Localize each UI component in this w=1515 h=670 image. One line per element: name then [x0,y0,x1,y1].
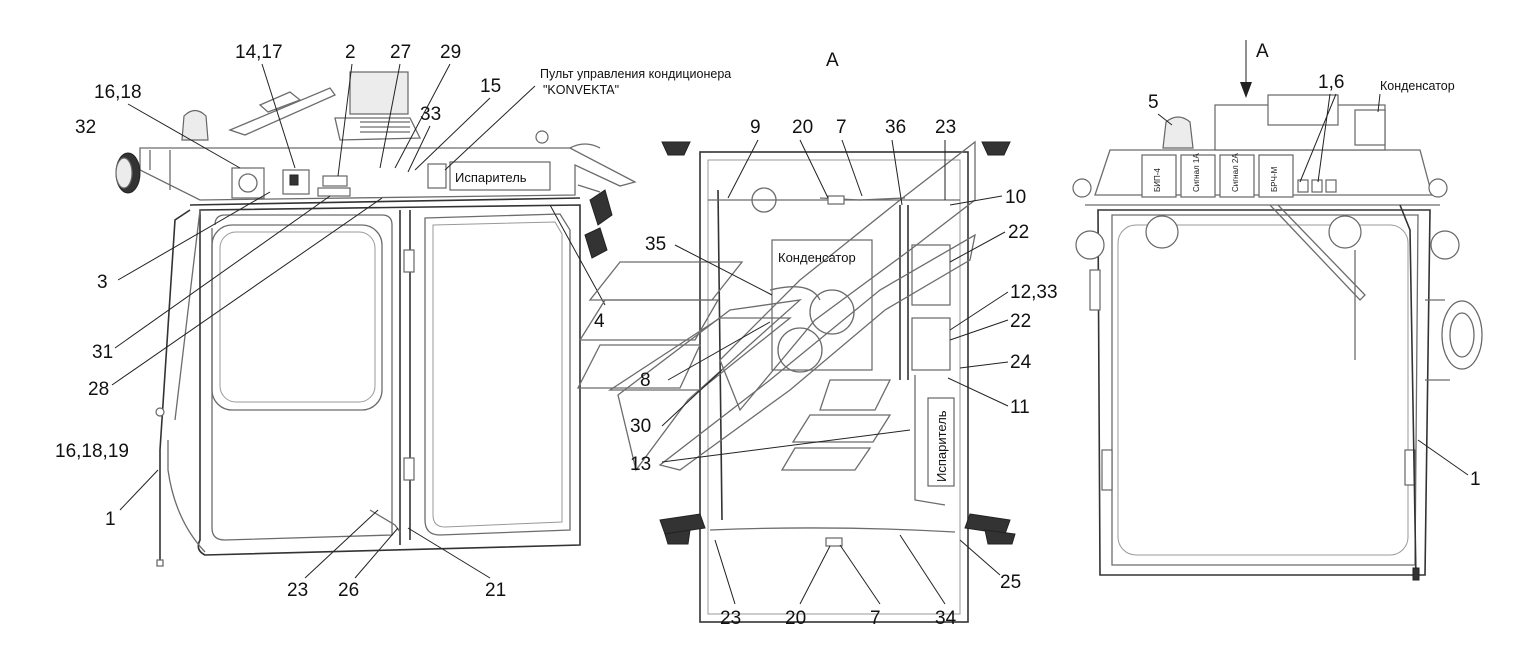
callout: 12,33 [1010,282,1058,303]
callout: 11 [1010,397,1030,418]
callout: 35 [645,234,666,255]
callout: 23 [287,580,308,601]
callout: 32 [75,117,96,138]
callout: 14,17 [235,42,283,63]
top-view-hatching [576,140,976,472]
evaporator-label: Испаритель [934,410,949,482]
callout: 23 [720,608,741,629]
callout: 1 [105,509,116,530]
callout: 31 [92,342,113,363]
callout: 7 [836,117,847,138]
callout: 22 [1010,311,1031,332]
side-view [115,71,637,567]
callout: 4 [594,311,605,332]
top-leaders [661,139,1009,605]
console-note-line2: "KONVEKTA" [543,83,619,97]
callout: 16,18 [94,82,142,103]
callout: 36 [885,117,906,138]
callout: 16,18,19 [55,441,129,462]
callout: 21 [485,580,506,601]
front-leaders [1157,93,1469,476]
callout: 28 [88,379,109,400]
arrow-label: А [1256,41,1269,62]
callout: 2 [345,42,356,63]
callout: 23 [935,117,956,138]
condenser-label: Конденсатор [1380,79,1455,93]
callout: 20 [785,608,806,629]
callout: 1,6 [1318,72,1344,93]
callout: 8 [640,370,651,391]
front-callouts: А 5 1,6 1 Конденсатор БИП-4 Сигнал 1А Си… [1148,41,1481,490]
callout: 10 [1005,187,1026,208]
top-view [659,141,1016,623]
evaporator-label: Испаритель [455,170,527,185]
callout: 1 [1470,469,1481,490]
callout: 24 [1010,352,1032,373]
callout: 13 [630,454,651,475]
callout: 29 [440,42,461,63]
callout: 27 [390,42,411,63]
condenser-label: Конденсатор [778,250,856,265]
fuse-block-label: Сигнал 1А [1192,153,1201,192]
callout: 30 [630,416,651,437]
side-leaders [111,63,606,579]
callout: 5 [1148,92,1159,113]
side-callouts: 14,17 2 27 29 15 16,18 33 32 3 31 28 16,… [55,42,731,601]
callout: 9 [750,117,761,138]
top-callouts: А 9 20 7 36 23 10 22 12,33 35 22 24 11 8… [630,50,1058,629]
callout: 34 [935,608,957,629]
callout: 22 [1008,222,1029,243]
view-title: А [826,50,839,71]
front-view [1072,40,1483,581]
callout: 20 [792,117,813,138]
callout: 25 [1000,572,1021,593]
callout: 15 [480,76,501,97]
fuse-block-label: БИП-4 [1153,168,1162,192]
console-note-line1: Пульт управления кондиционера [540,67,731,81]
callout: 26 [338,580,359,601]
callout: 7 [870,608,881,629]
fuse-block-label: Сигнал 2А [1231,153,1240,192]
fuse-block-label: БРЧ-М [1270,166,1279,192]
callout: 33 [420,104,441,125]
callout: 3 [97,272,108,293]
